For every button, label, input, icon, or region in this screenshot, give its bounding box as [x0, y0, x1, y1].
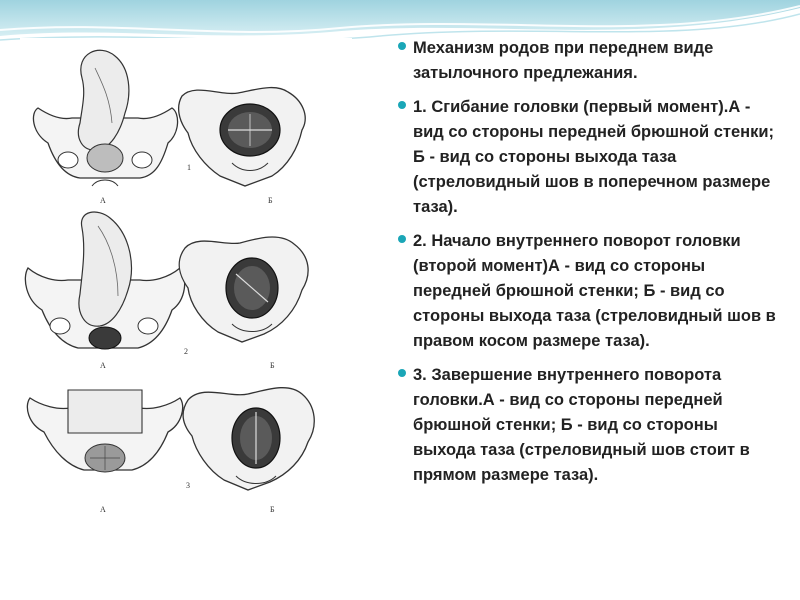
row1-outlet-view-illustration	[177, 86, 306, 187]
bullet-moment-2: 2. Начало внутреннего поворот головки (в…	[398, 229, 784, 354]
birth-mechanism-figure: А 1 Б А 2	[20, 38, 352, 528]
row2-right-label: Б	[270, 361, 275, 370]
row2-left-label: А	[100, 361, 106, 370]
row3-left-label: А	[100, 505, 106, 514]
bullet-text: 3. Завершение внутреннего поворота голов…	[413, 366, 750, 484]
bullet-title: Механизм родов при переднем виде затылоч…	[398, 36, 784, 86]
bullet-list: Механизм родов при переднем виде затылоч…	[398, 36, 784, 497]
bullet-text: Механизм родов при переднем виде затылоч…	[413, 39, 714, 82]
row1-front-view-illustration	[32, 49, 179, 187]
bullet-dot-icon	[398, 369, 406, 377]
bullet-text: 2. Начало внутреннего поворот головки (в…	[413, 232, 776, 350]
bullet-dot-icon	[398, 235, 406, 243]
row2-front-view-illustration	[24, 211, 186, 350]
header-wave-decoration	[0, 0, 800, 42]
bullet-dot-icon	[398, 42, 406, 50]
bullet-text: 1. Сгибание головки (первый момент).А - …	[413, 98, 775, 216]
row1-number: 1	[187, 163, 191, 172]
bullet-moment-1: 1. Сгибание головки (первый момент).А - …	[398, 95, 784, 220]
row2-outlet-view-illustration	[178, 236, 309, 343]
row2-number: 2	[184, 347, 188, 356]
row3-outlet-view-illustration	[182, 387, 315, 491]
row1-left-label: А	[100, 196, 106, 205]
bullet-moment-3: 3. Завершение внутреннего поворота голов…	[398, 363, 784, 488]
row3-right-label: Б	[270, 505, 275, 514]
row3-number: 3	[186, 481, 190, 490]
bullet-dot-icon	[398, 101, 406, 109]
row1-right-label: Б	[268, 196, 273, 205]
row3-front-view-illustration	[26, 389, 184, 473]
